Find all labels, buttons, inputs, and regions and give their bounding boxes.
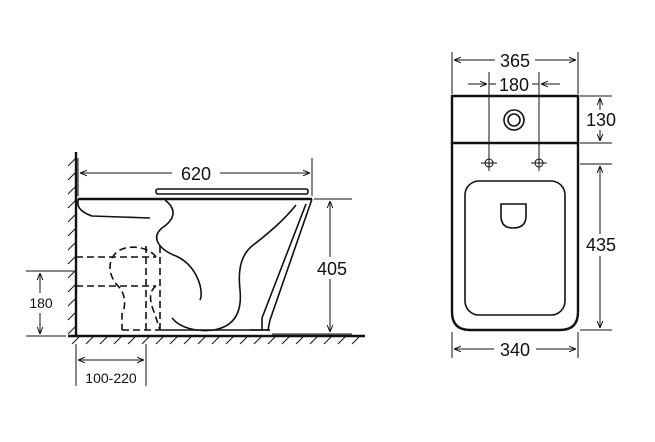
label-130: 130: [586, 110, 616, 130]
label-620: 620: [181, 164, 211, 184]
dim-length-620: 620: [77, 158, 313, 196]
label-180-holes: 180: [499, 75, 529, 95]
dim-outlet-distance: 100-220: [75, 344, 147, 386]
flush-button-icon: [503, 109, 525, 131]
top-view: 365 180 130 435: [450, 50, 620, 360]
dim-tank-depth-130: 130: [580, 95, 620, 144]
dim-bowl-width-340: 340: [451, 332, 579, 360]
label-180-outlet: 180: [29, 295, 53, 311]
toilet-side-profile: [77, 188, 313, 332]
floor-hatch: [68, 334, 365, 345]
dim-height-405: 405: [272, 198, 352, 335]
dim-bowl-depth-435: 435: [580, 163, 620, 331]
dim-outlet-height-180: 180: [26, 270, 74, 337]
label-340: 340: [500, 340, 530, 360]
dim-width-365: 365: [451, 50, 579, 94]
outlet-hidden-lines: [76, 246, 161, 331]
bowl-outline: [450, 143, 580, 332]
label-365: 365: [500, 51, 530, 71]
wall-hatch: [67, 152, 78, 336]
side-view: 620 405 180 100-220: [26, 152, 365, 386]
label-100-220: 100-220: [85, 370, 137, 386]
tank-outline: [450, 94, 580, 145]
fixing-holes: [481, 155, 547, 171]
label-435: 435: [586, 235, 616, 255]
label-405: 405: [317, 259, 347, 279]
dim-hole-spacing-180: 180: [468, 72, 560, 155]
